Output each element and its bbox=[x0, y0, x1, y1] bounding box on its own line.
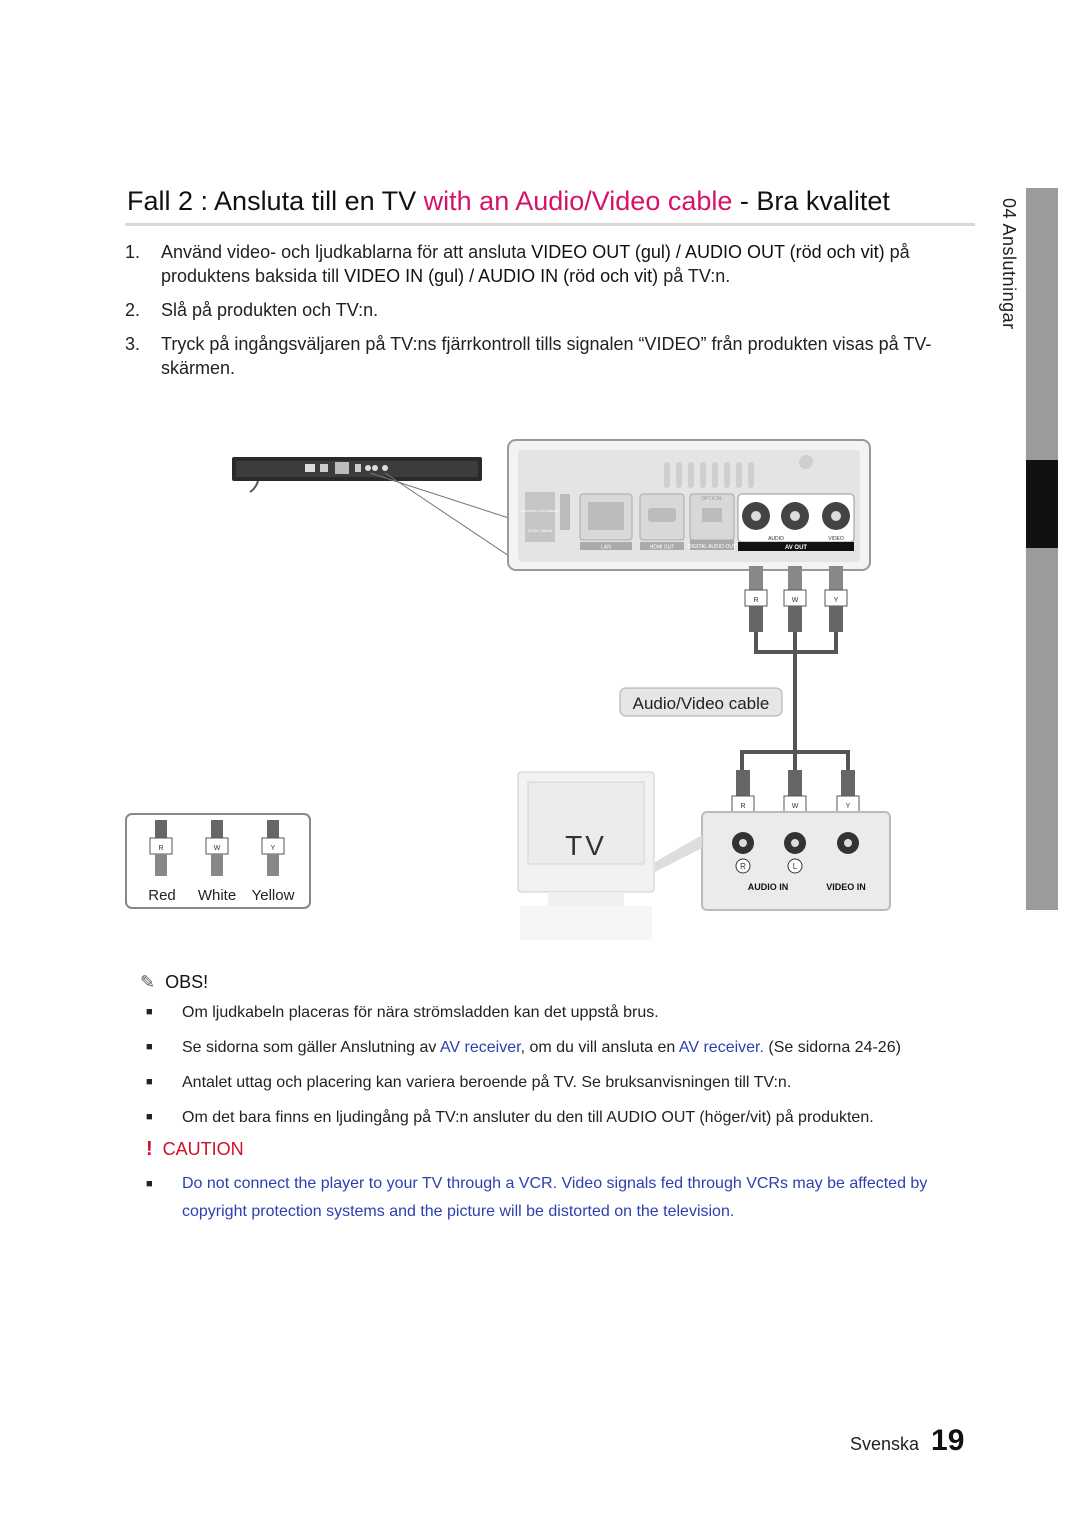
step-number: 3. bbox=[125, 334, 141, 354]
audio-label: AUDIO bbox=[768, 536, 784, 542]
obs-notes: ■ Om ljudkabeln placeras för nära strömsl… bbox=[146, 1002, 906, 1142]
step-number: 2. bbox=[125, 300, 141, 320]
plug-label-r: R bbox=[740, 803, 745, 810]
tv-input-panel: R L AUDIO IN VIDEO IN bbox=[701, 811, 891, 911]
caution-note: ■ Do not connect the player to your TV t… bbox=[146, 1170, 946, 1226]
side-tab-marker bbox=[1026, 460, 1058, 548]
note-text-part: (höger/vit) på produkten. bbox=[694, 1109, 874, 1126]
video-label: VIDEO bbox=[828, 536, 844, 542]
title-part-3: - Bra kvalitet bbox=[732, 186, 890, 216]
tv-illustration: TV bbox=[517, 771, 702, 940]
plug-label-y: Y bbox=[846, 803, 851, 810]
note-text-part: Se sidorna som gäller Anslutning av bbox=[182, 1039, 440, 1056]
bullet-icon: ■ bbox=[146, 1178, 153, 1190]
legend-white-label: White bbox=[198, 887, 236, 904]
step-text-bold: VIDEO OUT (gul) / AUDIO OUT (röd och vit… bbox=[531, 242, 885, 262]
note-text: Om ljudkabeln placeras för nära strömsla… bbox=[182, 1004, 659, 1021]
optical-label: OPTICAL bbox=[701, 496, 723, 502]
rear-panel-zoom: Wireless LAN Adapter DC5V 150mA OPTICAL … bbox=[507, 439, 871, 571]
title-part-1: Fall 2 : Ansluta till en TV bbox=[127, 186, 424, 216]
step-text: Använd video- och ljudkablarna för att a… bbox=[161, 240, 945, 288]
plug-label-r: R bbox=[753, 597, 758, 604]
bullet-icon: ■ bbox=[146, 1006, 153, 1018]
note-text-part: , om du vill ansluta en bbox=[520, 1039, 679, 1056]
plug-color-legend: R W Y Red White Yellow bbox=[125, 813, 311, 909]
note-text: Om det bara finns en ljudingång på TV:n … bbox=[182, 1107, 874, 1128]
av-receiver-link[interactable]: AV receiver. bbox=[678, 1039, 764, 1056]
bullet-icon: ■ bbox=[146, 1041, 153, 1053]
cable-label-badge: Audio/Video cable bbox=[619, 687, 783, 717]
step-text: Tryck på ingångsväljaren på TV:ns fjärrk… bbox=[161, 334, 932, 378]
note-item: ■ Om det bara finns en ljudingång på TV:n… bbox=[146, 1107, 906, 1128]
legend-red-label: Red bbox=[148, 887, 176, 904]
note-text: Se sidorna som gäller Anslutning av AV r… bbox=[182, 1037, 901, 1058]
tv-label: TV bbox=[565, 830, 607, 861]
connection-diagram: Wireless LAN Adapter DC5V 150mA OPTICAL … bbox=[125, 439, 891, 940]
side-tab-text-area bbox=[994, 188, 1026, 910]
bullet-icon: ■ bbox=[146, 1076, 153, 1088]
legend-plug-y: Y bbox=[271, 845, 276, 852]
obs-title: OBS! bbox=[165, 972, 209, 992]
step-text-part: på produktens baksida till bbox=[161, 242, 910, 286]
step-text-part: Använd video- och ljudkablarna för att a… bbox=[161, 242, 532, 262]
legend-yellow-label: Yellow bbox=[252, 887, 295, 904]
step-text-part: på TV:n. bbox=[658, 266, 731, 286]
note-text: Antalet uttag och placering kan variera … bbox=[182, 1074, 792, 1091]
dc-label: DC5V 150mA bbox=[528, 528, 553, 533]
footer-language: Svenska bbox=[850, 1434, 920, 1454]
page-number: 19 bbox=[931, 1424, 965, 1457]
wireless-label: Wireless LAN Adapter bbox=[520, 508, 560, 513]
title-part-2: with an Audio/Video cable bbox=[423, 186, 733, 216]
cable-plugs-top: R W Y bbox=[744, 566, 848, 632]
av-out-label: AV OUT bbox=[785, 545, 808, 551]
plug-label-y: Y bbox=[834, 597, 839, 604]
caution-title: CAUTION bbox=[162, 1139, 244, 1159]
note-item: ■ Se sidorna som gäller Anslutning av AV … bbox=[146, 1037, 906, 1058]
audio-in-label: AUDIO IN bbox=[748, 882, 789, 892]
video-in-label: VIDEO IN bbox=[826, 882, 866, 892]
note-item: ■ Om ljudkabeln placeras för nära strömsl… bbox=[146, 1002, 906, 1023]
note-item: ■ Antalet uttag och placering kan variera… bbox=[146, 1072, 906, 1093]
side-tab-label: 04 Anslutningar bbox=[999, 198, 1019, 330]
hdmi-label: HDMI OUT bbox=[650, 545, 675, 551]
step-item: 3. Tryck på ingångsväljaren på TV:ns fjä… bbox=[125, 332, 945, 380]
step-text-bold: VIDEO IN (gul) / AUDIO IN (röd och vit) bbox=[344, 266, 659, 286]
caution-text: Do not connect the player to your TV thr… bbox=[182, 1175, 928, 1220]
digital-audio-label: DIGITAL AUDIO OUT bbox=[688, 544, 736, 550]
legend-plug-w: W bbox=[214, 845, 221, 852]
step-text: Slå på produkten och TV:n. bbox=[161, 300, 379, 320]
obs-heading: ✎ OBS! bbox=[140, 972, 208, 993]
page-footer: Svenska 19 bbox=[850, 1424, 964, 1458]
bullet-icon: ■ bbox=[146, 1111, 153, 1123]
steps-list: 1. Använd video- och ljudkablarna för at… bbox=[125, 240, 945, 390]
player-rear-view bbox=[232, 457, 516, 561]
cable-label: Audio/Video cable bbox=[633, 694, 770, 713]
plug-label-w: W bbox=[792, 803, 799, 810]
plug-label-w: W bbox=[792, 597, 799, 604]
tv-r-label: R bbox=[740, 862, 746, 871]
step-item: 1. Använd video- och ljudkablarna för at… bbox=[125, 240, 945, 288]
note-text-part: (Se sidorna 24-26) bbox=[763, 1039, 901, 1056]
warning-icon: ! bbox=[146, 1138, 153, 1160]
legend-plug-r: R bbox=[158, 845, 163, 852]
av-receiver-link[interactable]: AV receiver bbox=[439, 1039, 521, 1056]
av-cable bbox=[740, 632, 850, 770]
page-title: Fall 2 : Ansluta till en TV with an Audi… bbox=[127, 186, 890, 217]
caution-heading: ! CAUTION bbox=[146, 1138, 244, 1161]
tv-l-label: L bbox=[793, 862, 798, 871]
lan-label: LAN bbox=[601, 545, 611, 551]
note-text-bold: AUDIO OUT bbox=[606, 1109, 695, 1126]
step-item: 2. Slå på produkten och TV:n. bbox=[125, 298, 945, 322]
pencil-icon: ✎ bbox=[140, 972, 156, 992]
step-number: 1. bbox=[125, 242, 141, 262]
note-text-part: Om det bara finns en ljudingång på TV:n … bbox=[182, 1109, 607, 1126]
title-divider bbox=[125, 223, 975, 226]
